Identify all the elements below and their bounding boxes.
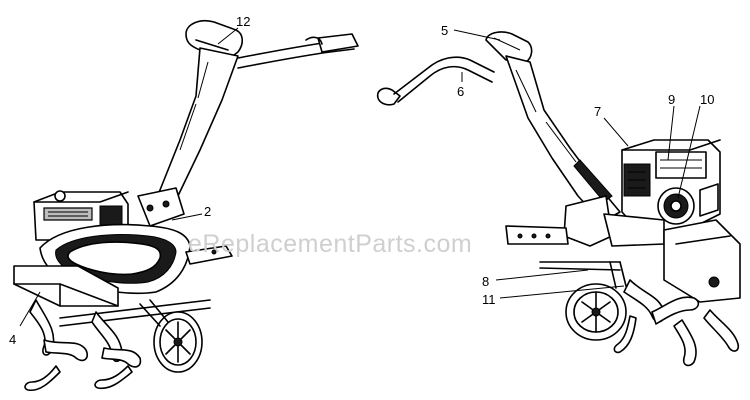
callout-8: 8	[482, 274, 489, 289]
leader-5	[453, 29, 501, 41]
left-grip-right	[317, 33, 359, 53]
callout-6: 6	[457, 84, 464, 99]
callout-12: 12	[236, 14, 250, 29]
left-wheel	[153, 311, 203, 373]
right-engine	[621, 139, 721, 233]
leader-8	[495, 269, 589, 281]
callout-4: 4	[9, 332, 16, 347]
right-side-plate	[563, 195, 613, 247]
callout-9: 9	[668, 92, 675, 107]
leader-2	[171, 213, 203, 221]
right-tines	[613, 279, 740, 367]
leader-7	[603, 117, 629, 147]
callout-7: 7	[594, 104, 601, 119]
right-grip-left	[376, 87, 401, 106]
watermark-text: eReplacementParts.com	[188, 230, 472, 258]
leader-11	[499, 285, 625, 299]
left-frame-bar	[185, 245, 233, 265]
left-tiller	[13, 19, 359, 392]
callout-10: 10	[700, 92, 714, 107]
callout-5: 5	[441, 23, 448, 38]
leader-12	[217, 27, 239, 45]
left-tines	[24, 299, 142, 392]
right-tiller	[376, 31, 741, 367]
leader-10	[677, 105, 701, 199]
left-handle-tube	[149, 47, 239, 211]
callout-11: 11	[482, 292, 496, 307]
callout-2: 2	[204, 204, 211, 219]
right-frame-bar	[505, 225, 569, 245]
right-tine-shield	[663, 219, 741, 303]
left-handle-bracket	[137, 187, 185, 227]
leader-4	[19, 291, 41, 327]
right-wheel	[565, 283, 627, 341]
leader-lines	[19, 27, 701, 327]
leader-9	[667, 105, 675, 161]
